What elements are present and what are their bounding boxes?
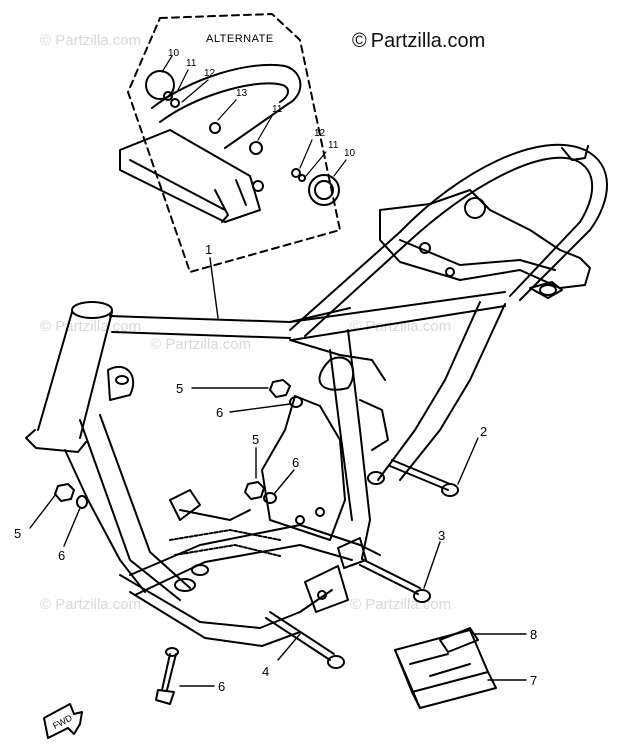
callout-1: 1 [205,242,212,257]
washer-6c [76,495,88,509]
callout-5c: 5 [14,526,21,541]
alt-callout-10b: 10 [344,148,356,159]
alternate-title: ALTERNATE [206,33,274,45]
callout-4: 4 [262,664,269,679]
alternate-nut-11b [249,141,263,155]
callout-6c: 6 [58,548,65,563]
alternate-nut-13 [209,122,221,134]
callout-8: 8 [530,627,537,642]
callout-5a: 5 [176,381,183,396]
pivot-boss [367,471,385,485]
alt-callout-12b: 12 [314,128,326,139]
leader-4 [277,633,301,661]
fwd-label: FWD [51,712,74,731]
watermark: © Partzilla.com [40,596,142,613]
alternate-box-outline [127,13,341,273]
alternate-cap-10 [145,70,175,100]
leader-3 [423,541,441,589]
partzilla-logo: ©Partzilla.com [352,30,485,53]
bolt-6d [161,653,177,691]
copyright-icon: © [352,30,367,52]
watermark: © Partzilla.com [150,336,252,353]
bolt-4-head [327,655,345,669]
alt-callout-11b: 11 [272,104,283,115]
fwd-arrow [43,703,83,739]
alternate-washer-12 [170,98,180,108]
part-8-strap [439,627,479,653]
washer-6a [289,396,303,408]
bolt-3-head [413,589,431,603]
nut-5c [54,483,75,502]
leader-5c [29,493,57,529]
watermark: © Partzilla.com [40,318,142,335]
callout-6b: 6 [292,455,299,470]
head-tube [37,311,113,439]
callout-3: 3 [438,528,445,543]
alternate-cap-10b [308,174,340,206]
alt-callout-12a: 12 [204,68,216,79]
gusset-plate [261,395,346,541]
top-tube [109,307,351,339]
alternate-washer-12b [291,168,301,178]
watermark: © Partzilla.com [350,318,452,335]
leader-6a [229,403,291,413]
nut-5b [244,481,265,500]
leader-1 [209,257,219,319]
alternate-nut-11 [163,91,173,101]
center-tube [329,329,371,559]
alt-callout-11a: 11 [186,58,197,69]
leader-6b [273,469,295,495]
head-tube-top [71,301,113,319]
callout-6a: 6 [216,405,223,420]
bolt-3 [359,558,421,595]
bolt-4 [265,611,335,661]
brand-name: Partzilla.com [370,30,486,52]
alt-callout-10a: 10 [168,48,180,59]
bolt-2 [389,459,451,491]
washer-6b [263,492,277,504]
callout-6d: 6 [218,679,225,694]
bolt-2-head [441,483,459,497]
callout-7: 7 [530,673,537,688]
rear-stay [377,301,506,481]
seat-rail-upper [289,143,608,331]
callout-5b: 5 [252,432,259,447]
alt-callout-11c: 11 [328,140,339,151]
alternate-rear-loop [151,63,302,149]
callout-2: 2 [480,424,487,439]
alt-callout-13: 13 [236,88,248,99]
watermark: © Partzilla.com [40,32,142,49]
leader-2 [457,437,479,485]
nut-5a [269,379,291,398]
leader-6c [63,507,81,547]
